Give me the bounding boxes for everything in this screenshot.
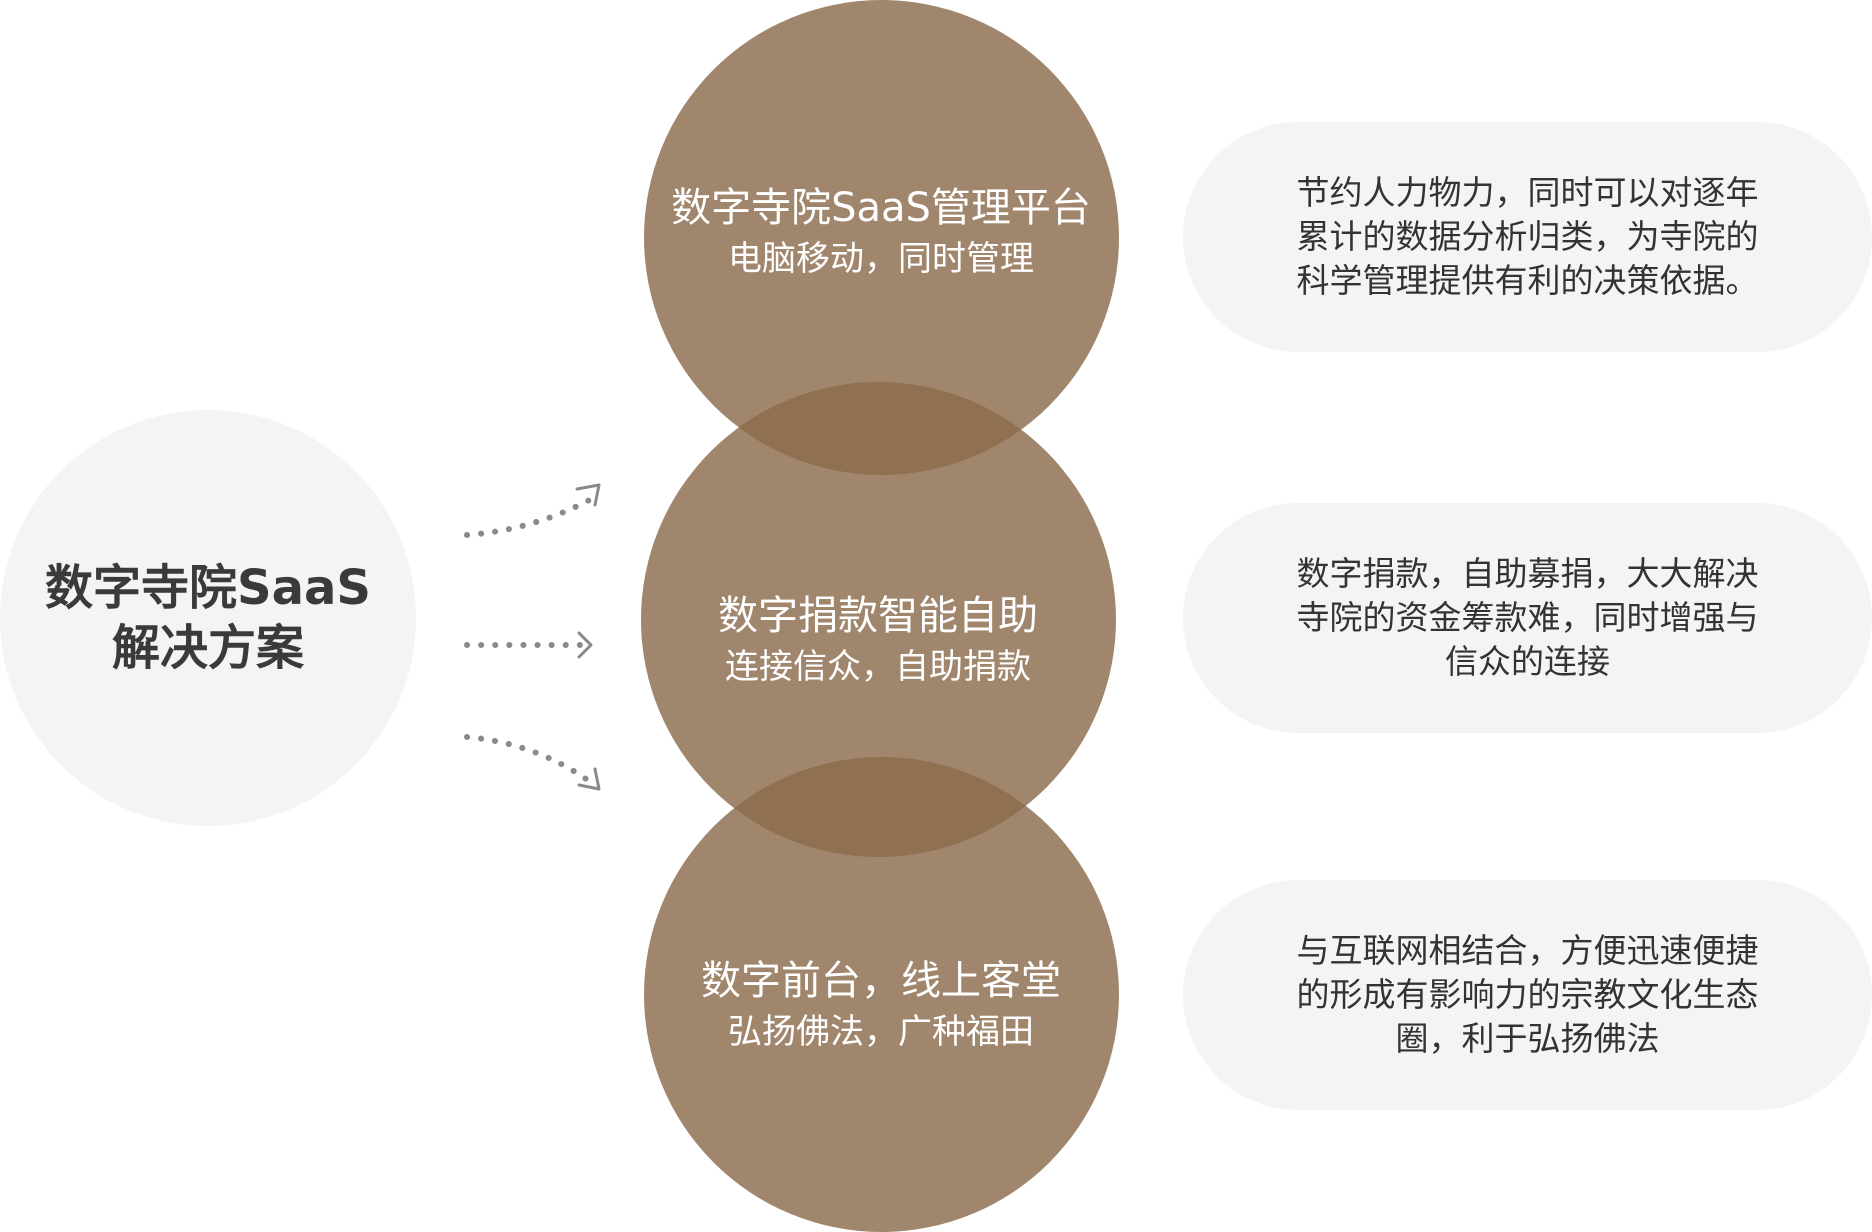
description-text: 与互联网相结合，方便迅速便捷的形成有影响力的宗教文化生态圈，利于弘扬佛法: [1296, 931, 1759, 1058]
description-box-management: 节约人力物力，同时可以对逐年累计的数据分析归类，为寺院的科学管理提供有利的决策依…: [1183, 122, 1872, 352]
description-box-front-desk: 与互联网相结合，方便迅速便捷的形成有影响力的宗教文化生态圈，利于弘扬佛法: [1183, 880, 1872, 1110]
node-subtitle: 电脑移动，同时管理: [728, 239, 1034, 279]
arrow-top-head: [575, 483, 601, 507]
root-title-line2: 解决方案: [111, 620, 304, 676]
node-label-front-desk: 数字前台，线上客堂 弘扬佛法，广种福田: [701, 955, 1061, 1057]
arrow-top-dots: [464, 494, 598, 538]
arrow-middle: [464, 631, 593, 659]
root-title-line1: 数字寺院SaaS: [45, 560, 371, 616]
node-subtitle: 连接信众，自助捐款: [725, 647, 1031, 687]
dotted-arrows: [464, 483, 601, 791]
arrow-middle-head: [577, 631, 593, 659]
node-title: 数字捐款智能自助: [718, 593, 1038, 639]
description-text: 节约人力物力，同时可以对逐年累计的数据分析归类，为寺院的科学管理提供有利的决策依…: [1296, 173, 1759, 300]
root-circle: 数字寺院SaaS 解决方案: [0, 410, 416, 826]
description-text: 数字捐款，自助募捐，大大解决寺院的资金筹款难，同时增强与信众的连接: [1296, 554, 1759, 681]
node-circle-front-desk: [644, 757, 1119, 1232]
arrow-bottom-head: [577, 767, 601, 791]
node-title: 数字寺院SaaS管理平台: [671, 185, 1091, 231]
node-label-donation: 数字捐款智能自助 连接信众，自助捐款: [718, 590, 1038, 692]
node-label-management: 数字寺院SaaS管理平台 电脑移动，同时管理: [671, 182, 1091, 284]
node-subtitle: 弘扬佛法，广种福田: [728, 1012, 1034, 1052]
arrow-bottom-dots: [464, 734, 592, 784]
arrow-bottom: [464, 734, 601, 791]
arrow-top: [464, 483, 601, 538]
description-box-donation: 数字捐款，自助募捐，大大解决寺院的资金筹款难，同时增强与信众的连接: [1183, 503, 1872, 733]
node-title: 数字前台，线上客堂: [701, 958, 1061, 1004]
